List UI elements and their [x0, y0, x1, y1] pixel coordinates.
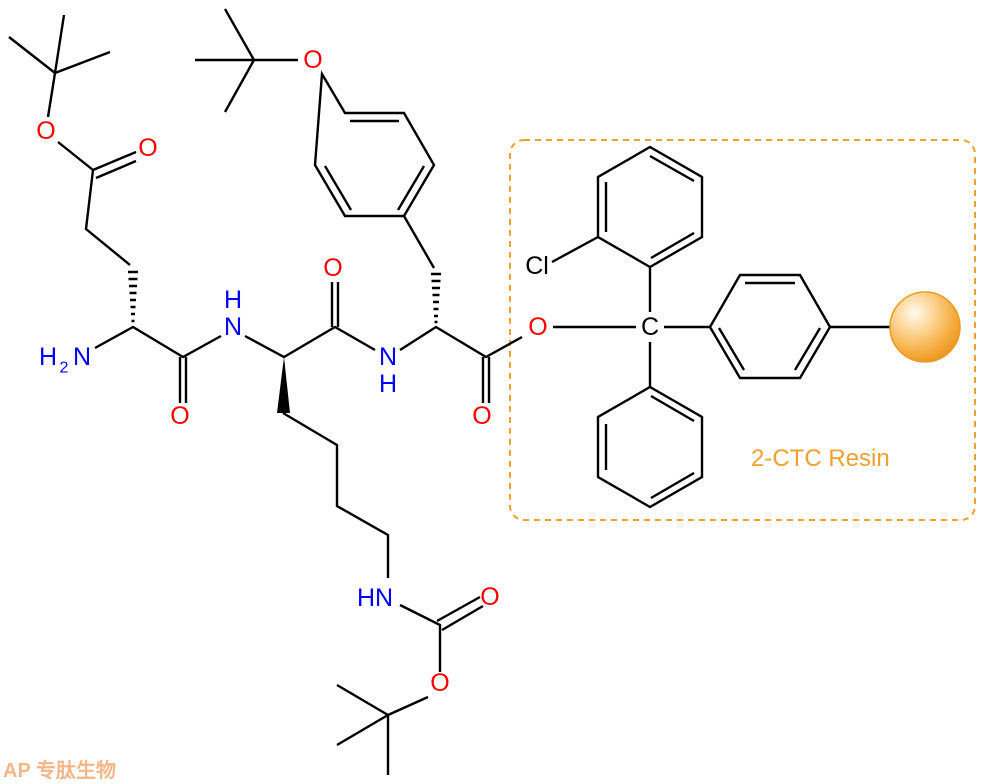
atom-labels: O O O H 2 N O N H O N H O O C Cl HN O O [36, 46, 659, 697]
atom-h: H [224, 286, 242, 314]
atom-n: N [224, 313, 242, 341]
wedge-bond [277, 357, 290, 413]
atom-o: O [528, 313, 547, 341]
atom-o: O [480, 583, 499, 611]
atom-h: H [379, 370, 397, 398]
atom-o: O [303, 46, 322, 74]
resin-box [509, 139, 976, 521]
atom-c: C [641, 313, 659, 341]
atom-cl: Cl [525, 252, 549, 280]
atom-hn: HN [357, 584, 393, 612]
atom-o: O [472, 402, 491, 430]
atom-o: O [430, 669, 449, 697]
atom-o: O [170, 402, 189, 430]
atom-n: N [379, 343, 397, 371]
watermark: AP 专肽生物 [3, 758, 116, 782]
atom-subscript: 2 [60, 360, 69, 377]
atom-o: O [138, 134, 157, 162]
atom-h: H [39, 343, 57, 371]
atom-o: O [36, 117, 55, 145]
atom-n: N [73, 343, 91, 371]
resin-bead-icon [889, 291, 961, 363]
bonds [8, 8, 890, 775]
resin-label: 2-CTC Resin [751, 445, 890, 472]
atom-o: O [323, 254, 342, 282]
